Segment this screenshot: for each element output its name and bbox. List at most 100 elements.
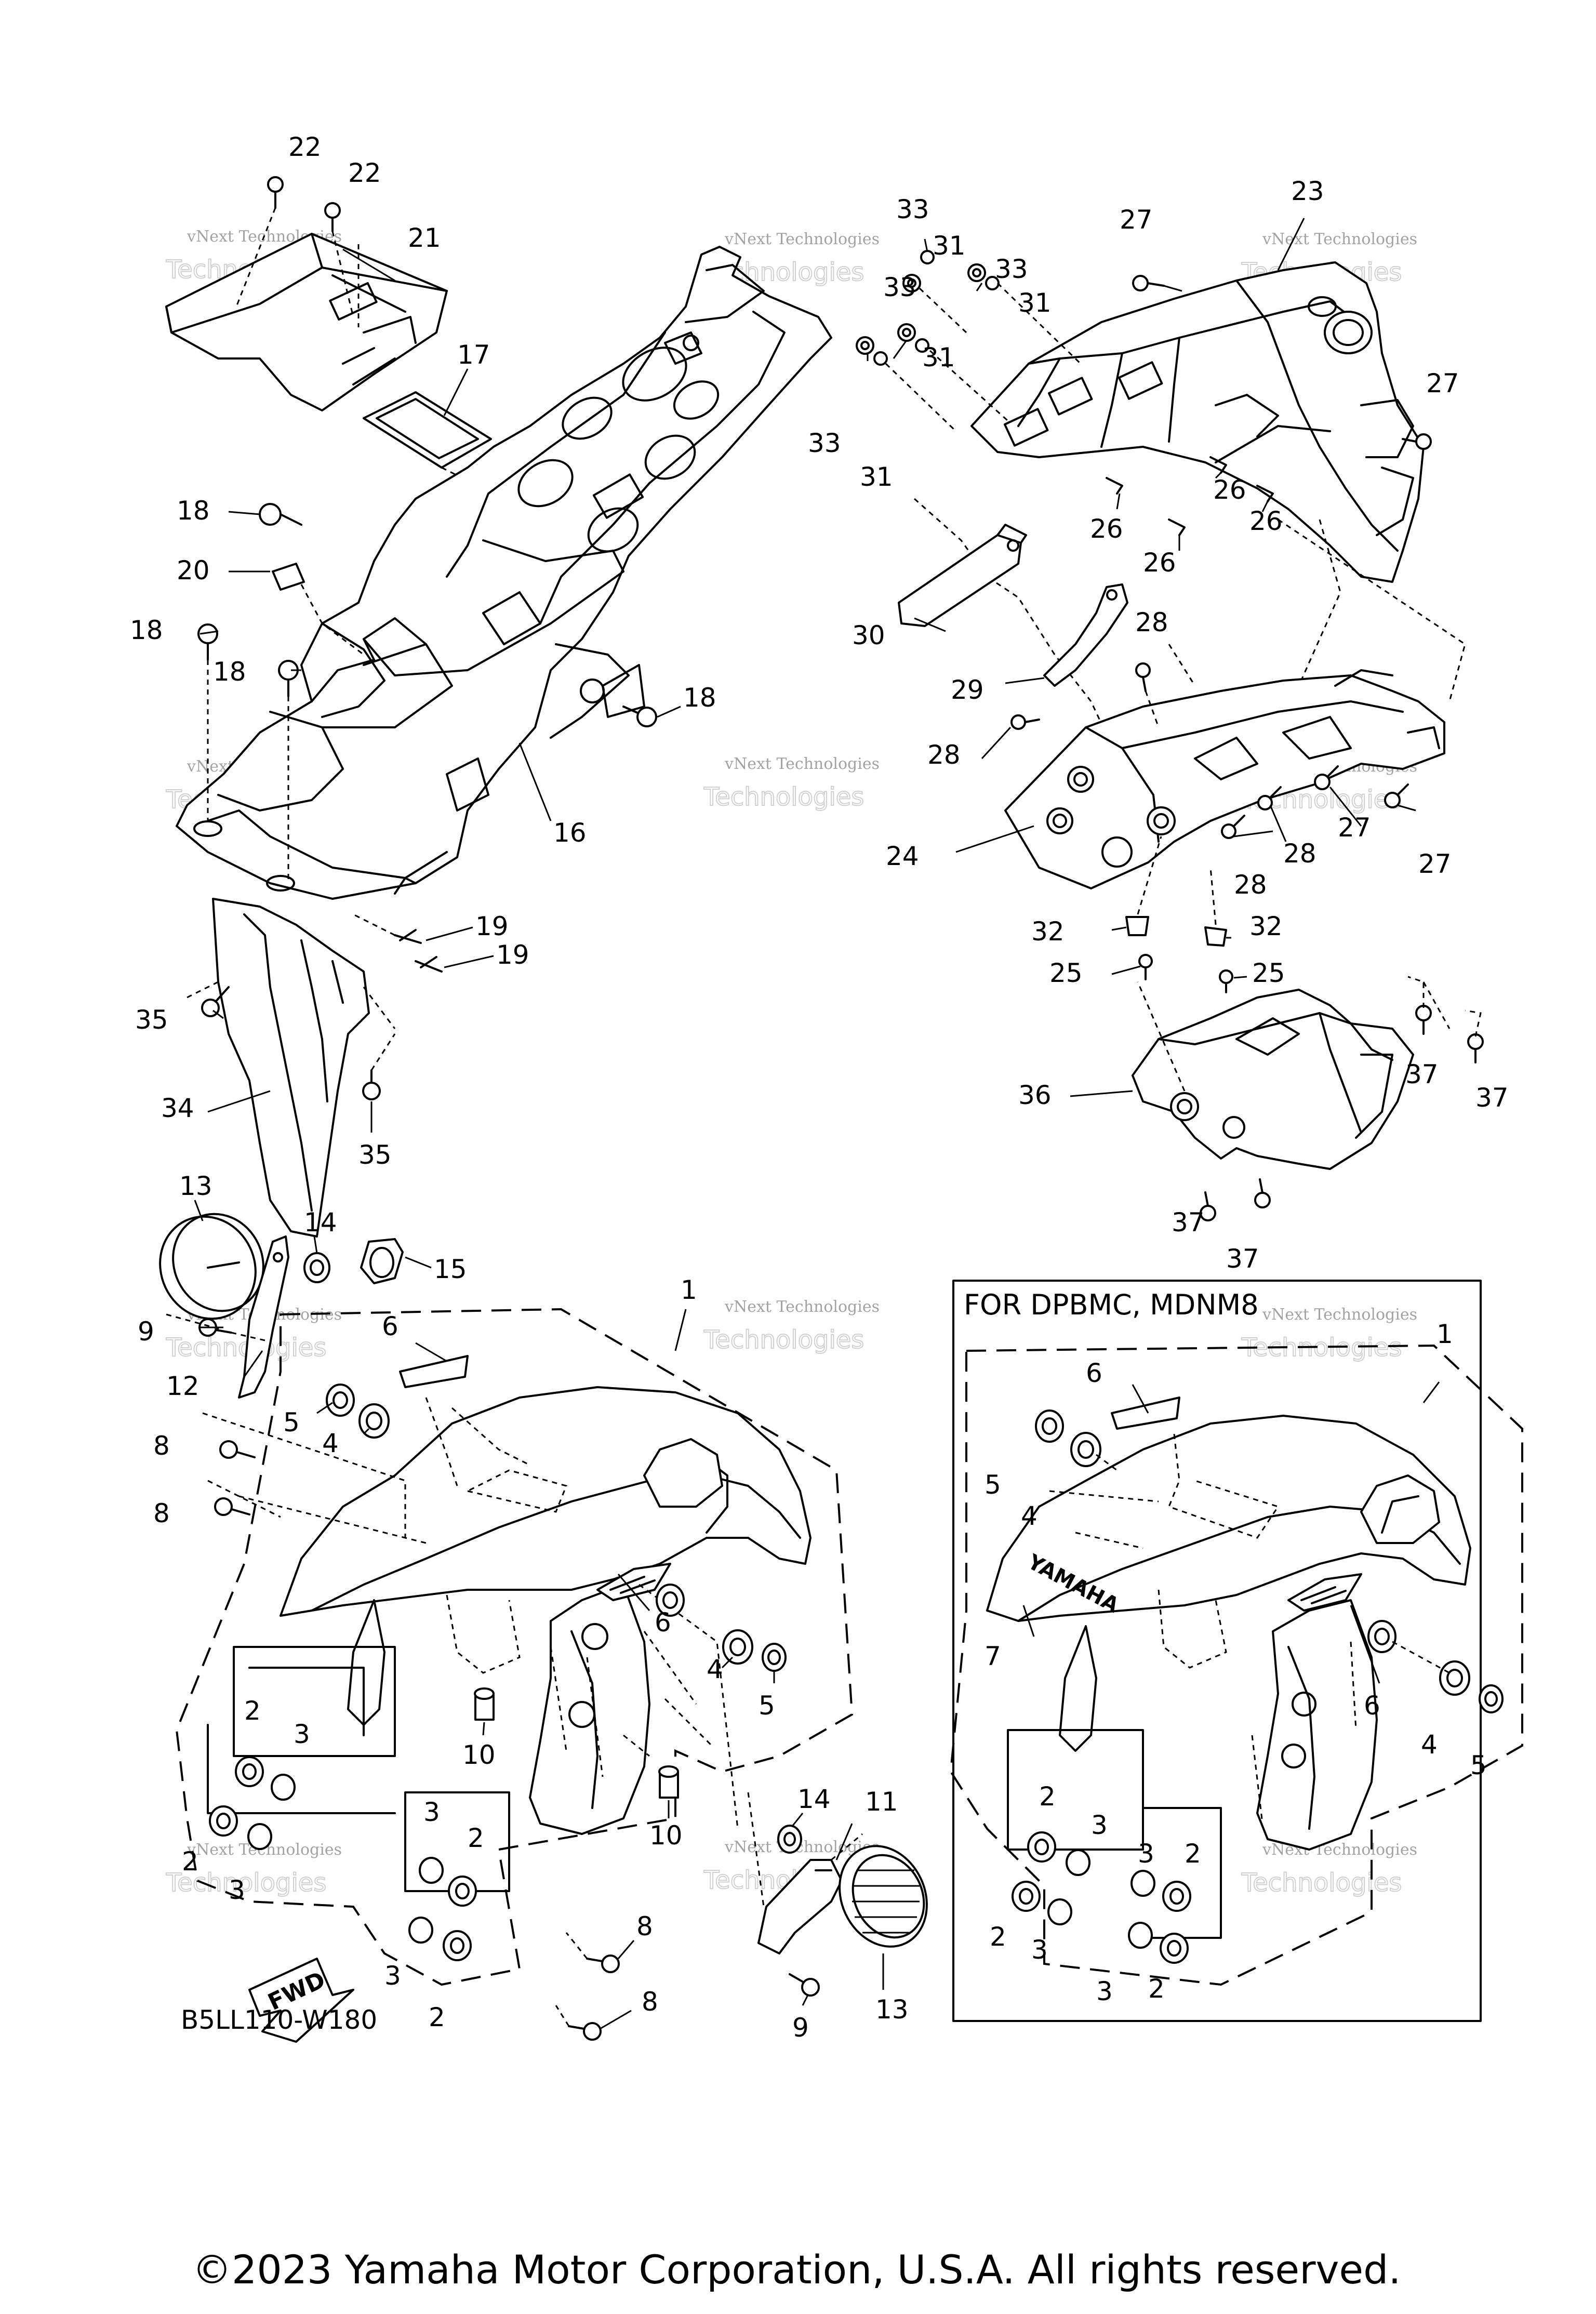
- callout-3: 3: [1096, 1976, 1113, 2006]
- part-10-collars: [474, 1687, 679, 1799]
- watermark-text: Technologies: [166, 1868, 326, 1897]
- callout-2: 2: [244, 1696, 261, 1726]
- grommet-bracket-left: [207, 1646, 396, 1850]
- callout-33: 33: [808, 428, 841, 458]
- callout-27: 27: [1426, 368, 1459, 398]
- callout-29: 29: [951, 675, 984, 705]
- part-26-clips: [1106, 456, 1274, 536]
- callout-5: 5: [1470, 1750, 1487, 1780]
- copyright-text: ©2023 Yamaha Motor Corporation, U.S.A. A…: [192, 2246, 1401, 2293]
- watermark-text: vNext Technologies: [1262, 230, 1417, 248]
- part-4-grommet: [358, 1403, 390, 1439]
- callout-8: 8: [153, 1498, 170, 1528]
- part-20-grommet: [272, 563, 364, 656]
- part-4-5-right: [656, 1584, 787, 1672]
- part-27-screws: [1132, 275, 1432, 450]
- callout-26: 26: [1143, 548, 1176, 578]
- callout-35: 35: [358, 1140, 392, 1170]
- callout-15: 15: [434, 1254, 467, 1284]
- callout-19: 19: [475, 911, 509, 941]
- callout-37: 37: [1475, 1083, 1509, 1113]
- callout-18: 18: [213, 657, 246, 687]
- assembly-line: [914, 498, 1144, 832]
- callout-33: 33: [883, 272, 916, 302]
- callout-14: 14: [304, 1207, 337, 1238]
- callout-24: 24: [886, 841, 919, 871]
- callout-28: 28: [1283, 839, 1316, 869]
- part-9-screw-side: [789, 1973, 820, 1997]
- callout-13: 13: [875, 1994, 909, 2025]
- callout-28: 28: [927, 740, 961, 770]
- callout-6: 6: [1086, 1358, 1102, 1388]
- part-21-battery-box: [165, 233, 448, 411]
- callout-2: 2: [990, 1922, 1006, 1952]
- callout-3: 3: [294, 1719, 310, 1749]
- callout-28: 28: [1135, 607, 1168, 637]
- callout-10: 10: [649, 1820, 683, 1851]
- callout-6: 6: [1364, 1691, 1380, 1721]
- callout-4: 4: [1021, 1501, 1038, 1531]
- callout-3: 3: [423, 1797, 440, 1827]
- callout-37: 37: [1405, 1059, 1439, 1089]
- watermark-text: vNext Technologies: [724, 1298, 880, 1316]
- watermark-text: Technologies: [703, 1325, 864, 1354]
- part-29-bracket: [1043, 583, 1128, 687]
- part-5-collar: [326, 1384, 355, 1417]
- watermark-text: vNext Technologies: [1262, 1306, 1417, 1324]
- callout-26: 26: [1213, 475, 1246, 505]
- callout-3: 3: [229, 1875, 245, 1905]
- watermark-text: Technologies: [1241, 1333, 1402, 1362]
- callout-18: 18: [177, 496, 210, 526]
- callout-19: 19: [496, 940, 529, 970]
- part-15-clamp: [360, 1238, 404, 1284]
- callout-10: 10: [462, 1740, 496, 1770]
- callout-18: 18: [683, 683, 716, 713]
- part-32-grommets: [1125, 836, 1227, 947]
- part-33-31-nuts-washers: [856, 250, 1082, 432]
- callout-16: 16: [553, 818, 587, 848]
- part-36-plate-bracket: [1132, 981, 1451, 1170]
- part-17-label: [363, 391, 546, 521]
- part-14-nut: [303, 1252, 330, 1283]
- part-13-reflector: [159, 1213, 264, 1320]
- callout-5: 5: [283, 1407, 300, 1438]
- callout-22: 22: [288, 132, 322, 162]
- part-12-reflector-bracket: [238, 1235, 289, 1399]
- watermark-text: vNext Technologies: [724, 230, 880, 248]
- callout-37: 37: [1172, 1207, 1205, 1238]
- callout-8: 8: [153, 1431, 170, 1461]
- watermark-text: Technologies: [1241, 1868, 1402, 1897]
- part-8-bolts-left: [214, 1440, 256, 1516]
- callout-33: 33: [995, 254, 1028, 284]
- grommet-bracket-center: [404, 1791, 510, 1961]
- callout-1: 1: [681, 1275, 697, 1305]
- callout-27: 27: [1338, 813, 1371, 843]
- part-11-reflector-bracket: [747, 1792, 863, 1954]
- part-23-tail-cowl: [970, 261, 1425, 583]
- watermark-text: vNext Technologies: [724, 755, 880, 773]
- callout-35: 35: [135, 1005, 168, 1035]
- callout-32: 32: [1031, 916, 1065, 947]
- callout-8: 8: [642, 1987, 658, 2017]
- callout-4: 4: [1421, 1730, 1438, 1760]
- callout-labels: 22 22 21 17 18 20 18 18 18 16 19 19 35 3…: [130, 132, 1509, 2043]
- callout-2: 2: [1148, 1974, 1165, 2004]
- callout-37: 37: [1226, 1244, 1259, 1274]
- callout-31: 31: [860, 462, 893, 492]
- part-34-mud-flap: [187, 898, 396, 1238]
- callout-6: 6: [655, 1607, 671, 1638]
- callout-17: 17: [457, 340, 490, 370]
- callout-14: 14: [797, 1784, 831, 1814]
- callout-33: 33: [896, 194, 929, 224]
- part-24-bracket: [1004, 669, 1445, 889]
- callout-32: 32: [1249, 911, 1283, 941]
- variant-box-label: FOR DPBMC, MDNM8: [964, 1288, 1259, 1321]
- callout-31: 31: [1018, 288, 1052, 318]
- callout-27: 27: [1418, 849, 1452, 879]
- callout-3: 3: [384, 1961, 401, 1991]
- part-18-bolts: [197, 503, 681, 883]
- part-37-screws: [1200, 976, 1484, 1221]
- callout-18: 18: [130, 615, 163, 645]
- part-code: B5LL110-W180: [181, 2005, 377, 2035]
- callout-13: 13: [179, 1171, 212, 1201]
